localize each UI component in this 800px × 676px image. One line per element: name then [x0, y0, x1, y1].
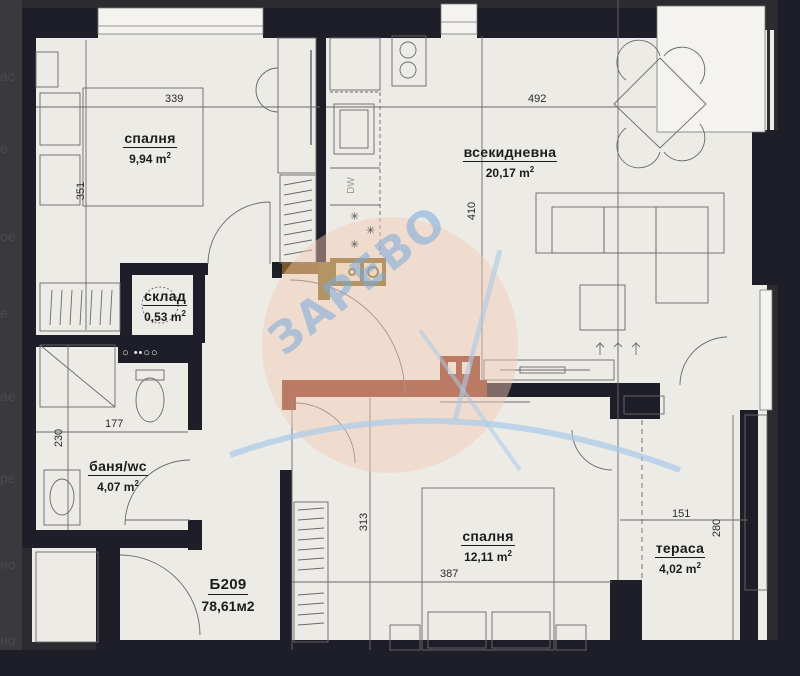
dimension-bedroom2-depth: 313 [358, 512, 371, 532]
room-area: 12,11 m2 [464, 549, 512, 565]
room-label-bathroom: баня/wc 4,07 m2 [78, 458, 158, 495]
bed-2 [421, 487, 555, 651]
stove-burner-icon: ✳ [366, 225, 376, 237]
room-name: спалня [123, 130, 177, 149]
dishwasher-label: DW [345, 177, 357, 194]
room-name: всекидневна [462, 144, 558, 163]
dimension-bath-depth: 230 [53, 428, 66, 448]
room-area: 0,53 m2 [144, 309, 186, 325]
dimension-terrace-depth: 280 [711, 518, 724, 538]
unit-summary: Б209 78,61м2 [188, 576, 268, 614]
room-label-terrace: тераса 4,02 m2 [640, 540, 720, 577]
dimension-living-depth: 410 [466, 201, 479, 221]
edge-text: ас [0, 68, 15, 84]
watermark-logo [228, 217, 682, 473]
room-label-bedroom-1: спалня 9,94 m2 [100, 130, 200, 167]
room-area: 4,02 m2 [659, 561, 701, 577]
stove-burner-icon: ✳ [350, 211, 360, 223]
dimension-living-width: 492 [528, 93, 547, 105]
utility-fixture-icon: ○ ••○○ [118, 345, 188, 363]
room-label-living-room: всекидневна 20,17 m2 [440, 144, 580, 181]
dimension-bedroom2-width: 387 [440, 568, 459, 580]
room-name: склад [142, 288, 188, 307]
stove-burner-icon: ✳ [350, 239, 360, 251]
dimension-terrace-width: 151 [672, 508, 691, 520]
edge-text: е [0, 305, 8, 321]
edge-text: ое [0, 228, 16, 244]
room-name: спалня [461, 528, 515, 547]
dimension-bath-width: 177 [105, 418, 124, 430]
windows [97, 3, 773, 411]
unit-total-area: 78,61м2 [201, 598, 255, 615]
interior-walls [22, 38, 660, 650]
room-area: 9,94 m2 [129, 151, 171, 167]
room-name: баня/wc [88, 458, 148, 477]
dimension-bedroom1-depth: 351 [75, 181, 88, 201]
dimension-bedroom1-width: 339 [165, 93, 184, 105]
edge-text: ае [0, 388, 16, 404]
room-name: тераса [654, 540, 706, 559]
edge-text: ре [0, 470, 16, 486]
edge-text: но [0, 556, 16, 572]
unit-id: Б209 [208, 576, 248, 596]
edge-text: е [0, 140, 8, 156]
edge-text: но [0, 632, 16, 648]
bed-1 [82, 87, 204, 207]
furniture [35, 0, 768, 651]
room-label-storage: склад 0,53 m2 [132, 288, 198, 325]
room-area: 4,07 m2 [97, 479, 139, 495]
room-label-bedroom-2: спалня 12,11 m2 [448, 528, 528, 565]
room-area: 20,17 m2 [485, 165, 535, 181]
